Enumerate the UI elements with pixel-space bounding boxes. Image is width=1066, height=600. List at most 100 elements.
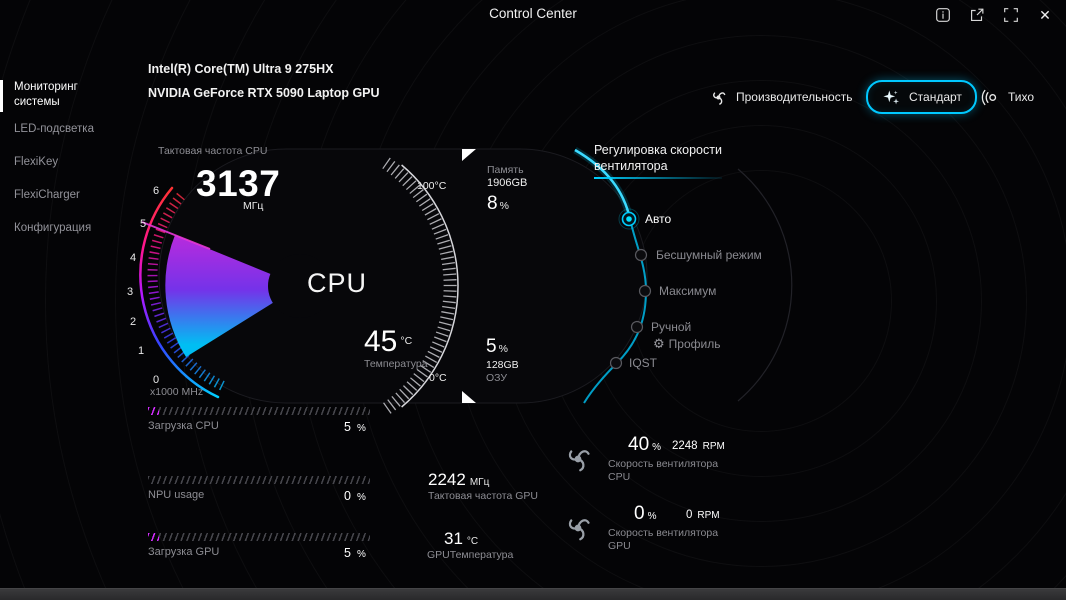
- bottom-bar: [0, 588, 1066, 600]
- memory-usage-unit: %: [499, 200, 509, 212]
- gpu-clock-value: 2242: [428, 470, 466, 489]
- fan-option-max[interactable]: Максимум: [659, 284, 717, 298]
- cpu-clock-scale-arc: [139, 186, 226, 399]
- ram-label: ОЗУ: [486, 372, 508, 384]
- gpu-clock-unit: МГц: [469, 477, 490, 488]
- clock-scale-tick-label: 0: [153, 374, 159, 386]
- ram-usage-value: 5: [486, 336, 497, 357]
- cpu-load-bar-fill: [148, 407, 160, 415]
- memory-usage: 8 %: [487, 193, 509, 215]
- ram-capacity: 128GB: [486, 359, 519, 371]
- fan-control-underline: [594, 177, 722, 179]
- mode-standard-label: Стандарт: [909, 90, 962, 104]
- temp-scale-min: 0°C: [429, 372, 447, 384]
- memory-capacity: 1906GB: [487, 177, 528, 189]
- fan-option-silent[interactable]: Бесшумный режим: [656, 248, 762, 262]
- gpu-temperature: 31°C: [444, 529, 478, 549]
- clock-scale-tick-label: 4: [130, 252, 136, 264]
- cpu-load-bar: [148, 407, 370, 415]
- titlebar: Control Center ✕: [0, 0, 1066, 28]
- cpu-load-label: Загрузка CPU: [148, 420, 219, 432]
- mode-quiet-label: Тихо: [1008, 90, 1035, 104]
- cpu-temperature-value: 45: [364, 325, 398, 358]
- clock-scale-tick-label: 6: [153, 185, 159, 197]
- cpu-name: Intel(R) Core(TM) Ultra 9 275HX: [148, 62, 334, 76]
- gauge-center-label: CPU: [307, 268, 368, 298]
- fan-option-manual[interactable]: Ручной: [651, 320, 692, 334]
- gpu-load-label: Загрузка GPU: [148, 546, 220, 558]
- npu-usage-value: 0%: [344, 489, 366, 503]
- gpu-load-bar-fill: [148, 533, 160, 541]
- gpu-fan-percent: 0%: [634, 503, 657, 524]
- fan-control-title: Регулировка скорости вентилятора: [594, 143, 722, 173]
- gpu-load-bar: [148, 533, 370, 541]
- npu-usage-bar: [148, 476, 370, 484]
- fan-option-node-auto-glow: [618, 208, 640, 230]
- clock-scale-unit: x1000 MHz: [150, 386, 204, 398]
- gear-icon: ⚙: [653, 336, 665, 351]
- cpu-fan-icon: [560, 441, 596, 482]
- gpu-load-value: 5%: [344, 546, 366, 560]
- close-icon[interactable]: ✕: [1039, 7, 1051, 23]
- sidebar-item-flexikey[interactable]: FlexiKey: [14, 156, 59, 168]
- temperature-tick-arc: [382, 157, 459, 415]
- sidebar-item-system-monitoring[interactable]: Мониторинг системы: [14, 81, 78, 108]
- popout-icon[interactable]: [966, 4, 988, 26]
- clock-scale-tick-label: 5: [140, 218, 146, 230]
- gpu-fan-icon: [560, 510, 596, 551]
- fan-option-node-manual[interactable]: [630, 320, 644, 334]
- cpu-clock-label: Тактовая частота CPU: [158, 145, 268, 157]
- sidebar-item-led[interactable]: LED-подсветка: [14, 123, 94, 135]
- fan-option-profile-label: Профиль: [668, 337, 721, 351]
- fullscreen-icon[interactable]: [1000, 4, 1022, 26]
- sidebar-item-flexicharger[interactable]: FlexiCharger: [14, 189, 80, 201]
- clock-scale-tick-label: 2: [130, 316, 136, 328]
- gpu-temperature-label: GPUТемпература: [427, 549, 514, 561]
- decor-right-arc: [737, 168, 793, 402]
- info-icon[interactable]: [932, 4, 954, 26]
- system-gauge: 6 5 4 3 2 1 0: [127, 146, 793, 415]
- ram-usage: 5 %: [486, 336, 508, 358]
- mode-performance-button[interactable]: Производительность: [708, 82, 852, 112]
- cpu-fan-label: Скорость вентилятора CPU: [608, 458, 719, 483]
- fan-option-node-auto-dot: [626, 216, 632, 222]
- fan-option-iqst[interactable]: IQST: [629, 356, 658, 370]
- active-item-indicator: [0, 80, 3, 112]
- gpu-fan-label: Скорость вентилятора GPU: [608, 527, 719, 552]
- performance-icon: [713, 91, 726, 105]
- clock-scale-tick-label: 1: [138, 345, 144, 357]
- mode-performance-label: Производительность: [736, 90, 853, 104]
- fan-option-node-iqst[interactable]: [609, 356, 623, 370]
- top-divider-marker: [462, 149, 476, 161]
- memory-label: Память: [487, 164, 524, 176]
- mode-standard-button[interactable]: Стандарт: [866, 80, 977, 114]
- cpu-clock-wedge: [141, 221, 332, 357]
- memory-usage-value: 8: [487, 193, 498, 214]
- mode-quiet-button[interactable]: Тихо: [980, 82, 1034, 112]
- gpu-name: NVIDIA GeForce RTX 5090 Laptop GPU: [148, 86, 380, 100]
- clock-scale-labels: 6 5 4 3 2 1 0: [127, 185, 159, 386]
- fan-option-profile[interactable]: ⚙Профиль: [653, 336, 720, 352]
- gpu-temperature-unit: °C: [466, 536, 479, 547]
- fan-option-auto[interactable]: Авто: [645, 212, 672, 226]
- clock-needle: [141, 221, 211, 250]
- cpu-fan-percent: 40%: [628, 434, 662, 455]
- fan-option-node-max[interactable]: [638, 284, 652, 298]
- fan-option-node-silent[interactable]: [634, 248, 648, 262]
- cpu-clock-unit: МГц: [243, 200, 264, 212]
- gpu-clock-label: Тактовая частота GPU: [428, 490, 538, 502]
- bottom-divider-marker: [462, 391, 476, 403]
- clock-scale-tick-label: 3: [127, 286, 133, 298]
- sparkle-icon: [883, 90, 900, 104]
- ram-usage-unit: %: [498, 343, 508, 355]
- window-title: Control Center: [489, 6, 577, 21]
- cpu-load-value: 5%: [344, 420, 366, 434]
- sidebar-item-configuration[interactable]: Конфигурация: [14, 222, 92, 234]
- npu-usage-label: NPU usage: [148, 489, 205, 501]
- cpu-temperature-unit: °C: [400, 335, 413, 347]
- temp-scale-max: 100°C: [417, 180, 447, 192]
